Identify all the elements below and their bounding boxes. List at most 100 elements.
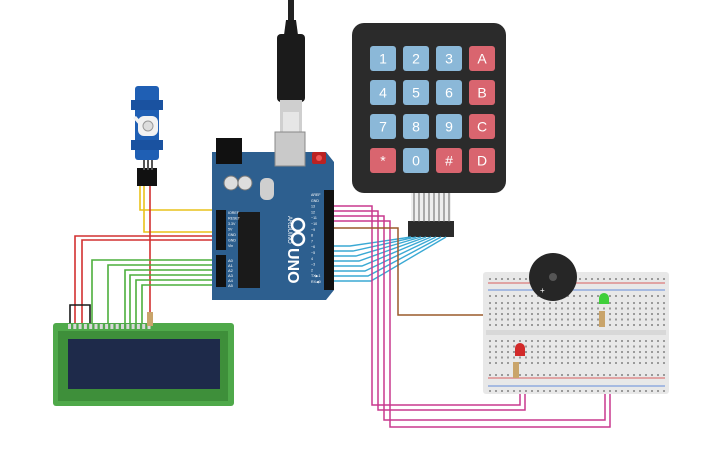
wire-servo-power[interactable]	[143, 186, 221, 238]
breadboard-hole	[507, 302, 509, 304]
breadboard-hole	[633, 351, 635, 353]
wire-cyan[interactable]	[330, 236, 437, 272]
breadboard-hole	[615, 374, 617, 376]
breadboard-hole	[645, 390, 647, 392]
breadboard-hole	[567, 302, 569, 304]
wire-green-3[interactable]	[124, 269, 225, 325]
digital-pin-label: GND	[311, 199, 319, 203]
breadboard-hole	[531, 374, 533, 376]
wire-cyan[interactable]	[330, 236, 432, 267]
wire-cyan[interactable]	[330, 236, 422, 257]
breadboard-hole	[531, 295, 533, 297]
wire-green-4[interactable]	[129, 274, 225, 325]
breadboard-hole	[507, 295, 509, 297]
breadboard-hole	[489, 307, 491, 310]
lcd-screen	[68, 339, 220, 389]
breadboard-hole	[585, 374, 587, 376]
keypad-key[interactable]: D	[469, 148, 495, 173]
wire-green-6[interactable]	[141, 284, 225, 325]
breadboard-hole	[609, 356, 611, 359]
keypad-key[interactable]: 5	[403, 80, 429, 105]
breadboard-hole	[603, 340, 605, 342]
wire-cyan[interactable]	[330, 236, 417, 252]
wire-cyan[interactable]	[330, 236, 447, 282]
keypad-key[interactable]: 9	[436, 114, 462, 139]
breadboard-hole	[513, 390, 515, 392]
wire-red-1[interactable]	[74, 235, 225, 325]
wire-magenta-1[interactable]	[330, 205, 521, 406]
breadboard-hole	[651, 374, 653, 376]
led-red[interactable]	[513, 343, 525, 378]
breadboard-hole	[525, 302, 527, 304]
breadboard-hole	[519, 324, 521, 326]
breadboard-hole	[519, 278, 521, 280]
digital-pin-label: ~6	[311, 245, 315, 249]
breadboard-hole	[627, 295, 629, 297]
analog-pin-label: A4	[228, 278, 234, 283]
breadboard-hole	[543, 351, 545, 353]
breadboard-hole	[663, 351, 665, 353]
breadboard-hole	[567, 362, 569, 364]
breadboard-hole	[609, 340, 611, 342]
breadboard-hole	[531, 307, 533, 310]
breadboard-hole	[585, 390, 587, 392]
breadboard-hole	[549, 351, 551, 353]
breadboard-hole	[507, 345, 509, 348]
keypad-key[interactable]: 7	[370, 114, 396, 139]
keypad-key[interactable]: 6	[436, 80, 462, 105]
breadboard-hole	[543, 307, 545, 310]
keypad-key[interactable]: C	[469, 114, 495, 139]
breadboard-hole	[633, 302, 635, 304]
breadboard-hole	[495, 295, 497, 297]
breadboard-hole	[501, 324, 503, 326]
led-green[interactable]	[599, 293, 609, 327]
wire-black-ground[interactable]	[69, 304, 91, 325]
keypad-key[interactable]: 0	[403, 148, 429, 173]
wire-green-1[interactable]	[91, 259, 225, 325]
breadboard-hole	[537, 318, 539, 321]
breadboard[interactable]	[483, 272, 669, 394]
piezo-buzzer[interactable]: +	[529, 253, 577, 301]
breadboard-hole	[555, 374, 557, 376]
wire-magenta-2[interactable]	[330, 210, 526, 411]
keypad-key[interactable]: *	[370, 148, 396, 173]
wire-green-5[interactable]	[135, 279, 225, 325]
keypad-key[interactable]: 1	[370, 46, 396, 71]
breadboard-hole	[549, 324, 551, 326]
breadboard-hole	[639, 351, 641, 353]
resistor-red-led	[513, 362, 519, 378]
breadboard-hole	[543, 374, 545, 376]
breadboard-hole	[591, 302, 593, 304]
breadboard-hole	[597, 307, 599, 310]
keypad-key[interactable]: 4	[370, 80, 396, 105]
breadboard-hole	[615, 313, 617, 315]
keypad-key[interactable]: 8	[403, 114, 429, 139]
keypad-key[interactable]: B	[469, 80, 495, 105]
wire-cyan[interactable]	[330, 236, 442, 277]
breadboard-hole	[495, 313, 497, 315]
breadboard-hole	[633, 374, 635, 376]
wire-cyan[interactable]	[330, 236, 427, 262]
keypad-key[interactable]: A	[469, 46, 495, 71]
breadboard-hole	[519, 302, 521, 304]
digital-pin-label: ~9	[311, 228, 315, 232]
breadboard-hole	[573, 313, 575, 315]
keypad-key[interactable]: 3	[436, 46, 462, 71]
keypad-key[interactable]: #	[436, 148, 462, 173]
breadboard-hole	[495, 278, 497, 280]
breadboard-hole	[489, 302, 491, 304]
breadboard-hole	[501, 345, 503, 348]
keypad-key[interactable]: 2	[403, 46, 429, 71]
breadboard-hole	[597, 324, 599, 326]
breadboard-hole	[543, 302, 545, 304]
servo-motor[interactable]	[131, 86, 163, 186]
wire-red-2[interactable]	[81, 239, 225, 325]
wire-green-2[interactable]	[107, 264, 225, 325]
breadboard-hole	[573, 340, 575, 342]
breadboard-hole	[537, 307, 539, 310]
usb-cable[interactable]	[277, 0, 305, 136]
lcd-16x2[interactable]	[53, 312, 234, 406]
keypad-key-label: 6	[445, 85, 453, 101]
